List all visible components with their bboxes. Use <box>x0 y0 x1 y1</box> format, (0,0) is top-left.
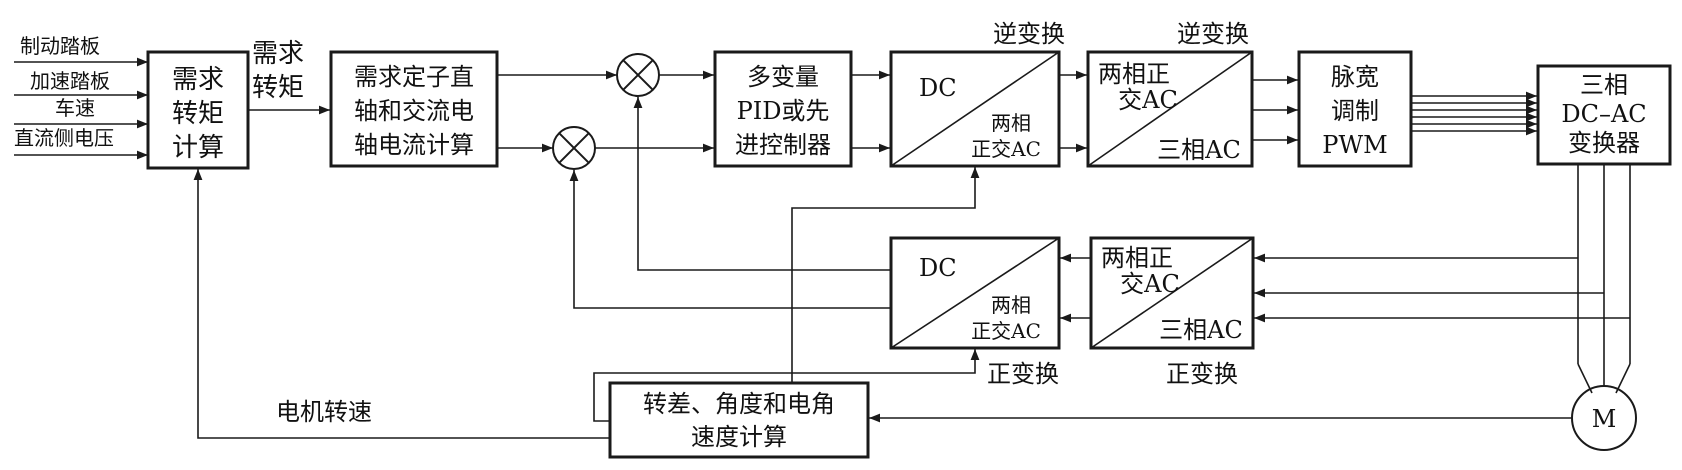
slip-calc-line-1: 转差、角度和电角 <box>643 390 835 418</box>
forward-label-1: 正变换 <box>987 360 1059 388</box>
forward-ac-diagonal <box>1090 237 1254 349</box>
inverse-dc-left: DC <box>919 74 957 102</box>
motor: M <box>1571 385 1637 451</box>
torque-signal-label-2: 转矩 <box>252 73 304 103</box>
pwm-block: 脉宽 调制 PWM <box>1297 50 1413 168</box>
forward-dc-diagonal <box>890 237 1060 349</box>
slip-calc-line-2: 速度计算 <box>691 423 787 451</box>
controller-block: 多变量 PID或先 进控制器 <box>713 50 853 168</box>
torque-calc-line-2: 转矩 <box>172 99 224 129</box>
input-dc-voltage: 直流侧电压 <box>14 126 114 150</box>
forward-ac-right: 三相AC <box>1159 316 1243 344</box>
slip-calc-box <box>608 381 870 459</box>
forward-dc-block: DC 两相 正交AC <box>889 236 1061 350</box>
inverse-ac-left-1: 两相正 <box>1098 60 1170 88</box>
summing-junction-d <box>616 53 660 97</box>
inverse-label-2: 逆变换 <box>1177 20 1249 48</box>
inverse-label-1: 逆变换 <box>993 20 1065 48</box>
controller-line-2: PID或先 <box>737 97 830 125</box>
pwm-line-3: PWM <box>1322 131 1387 159</box>
forward-ac-left-2: 交AC <box>1120 270 1180 298</box>
torque-signal-label-1: 需求 <box>252 39 304 69</box>
forward-ac-block: 两相正 交AC 三相AC <box>1089 236 1255 350</box>
summing-junction-q <box>552 126 596 170</box>
feedback-d-arrow <box>633 97 891 271</box>
converter-line-3: 变换器 <box>1568 129 1640 157</box>
inverse-dc-right-1: 两相 <box>991 111 1031 135</box>
torque-calc-box <box>146 50 250 170</box>
converter-line-2: DC–AC <box>1561 100 1646 128</box>
input-vehicle-speed: 车速 <box>55 96 95 120</box>
input-accelerator-pedal: 加速踏板 <box>30 69 110 93</box>
current-calc-line-1: 需求定子直 <box>354 63 474 91</box>
converter-box <box>1536 64 1672 166</box>
controller-line-3: 进控制器 <box>735 131 831 159</box>
forward-label-2: 正变换 <box>1166 360 1238 388</box>
pwm-line-1: 脉宽 <box>1331 63 1379 91</box>
current-calc-line-3: 轴电流计算 <box>354 131 474 159</box>
inverse-dc-diagonal <box>890 51 1060 167</box>
current-calc-block: 需求定子直 轴和交流电 轴电流计算 <box>329 50 499 168</box>
slip-calc-block: 转差、角度和电角 速度计算 <box>608 381 870 459</box>
inverse-dc-block: DC 两相 正交AC <box>889 50 1061 168</box>
controller-line-1: 多变量 <box>747 63 819 91</box>
motor-label: M <box>1592 405 1617 433</box>
converter-block: 三相 DC–AC 变换器 <box>1536 64 1672 166</box>
angle-to-forward-arrow <box>593 349 980 422</box>
current-calc-box <box>329 50 499 168</box>
pwm-box <box>1297 50 1413 168</box>
converter-line-1: 三相 <box>1580 71 1628 99</box>
feedback-q-arrow <box>569 170 891 309</box>
inverse-ac-right: 三相AC <box>1157 136 1241 164</box>
input-signals: 制动踏板 加速踏板 车速 直流侧电压 <box>14 34 148 160</box>
torque-calc-block: 需求 转矩 计算 <box>146 50 250 170</box>
forward-ac-left-1: 两相正 <box>1101 244 1173 272</box>
inverse-ac-diagonal <box>1087 51 1253 167</box>
torque-calc-line-3: 计算 <box>172 133 224 163</box>
inverse-ac-left-2: 交AC <box>1118 86 1178 114</box>
torque-calc-line-1: 需求 <box>172 65 224 95</box>
forward-dc-left: DC <box>919 254 957 282</box>
gate-signal-lines <box>1411 91 1537 136</box>
inverse-ac-block: 两相正 交AC 三相AC <box>1086 50 1254 168</box>
inverse-dc-right-2: 正交AC <box>971 137 1041 161</box>
speed-feedback-arrow <box>193 169 610 439</box>
current-calc-line-2: 轴和交流电 <box>354 97 474 125</box>
pwm-line-2: 调制 <box>1331 97 1379 125</box>
forward-dc-right-2: 正交AC <box>971 319 1041 343</box>
motor-speed-label: 电机转速 <box>276 398 372 426</box>
forward-dc-right-1: 两相 <box>991 293 1031 317</box>
controller-box <box>713 50 853 168</box>
converter-motor-lines <box>1577 164 1631 394</box>
input-brake-pedal: 制动踏板 <box>20 34 100 58</box>
angle-to-inverse-arrow <box>791 167 980 383</box>
